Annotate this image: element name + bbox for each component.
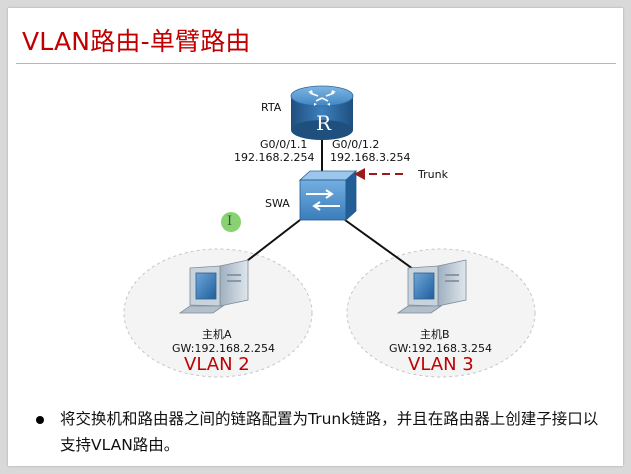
switch-name-label: SWA [265, 197, 290, 210]
switch-hostB-link [344, 219, 421, 275]
slide: VLAN路由-单臂路由 [8, 8, 623, 466]
host-b-name: 主机B [420, 328, 450, 341]
host-b-vlan-label: VLAN 3 [408, 354, 474, 375]
router-name-label: RTA [261, 101, 282, 114]
host-a-name: 主机A [202, 328, 232, 341]
host-b-computer-icon [396, 259, 467, 314]
router-right-interface: G0/0/1.2 [332, 138, 380, 151]
host-b-gateway: GW:192.168.3.254 [389, 342, 492, 355]
router-icon [290, 85, 354, 140]
vlan-2-zone [123, 248, 313, 378]
switch-icon [298, 170, 358, 221]
trunk-label: Trunk [418, 168, 448, 181]
trunk-arrow [354, 168, 403, 180]
title-divider [16, 63, 616, 64]
router-right-ip: 192.168.3.254 [330, 151, 411, 164]
host-a-gateway: GW:192.168.2.254 [172, 342, 275, 355]
bullet-icon [36, 416, 44, 424]
network-diagram [123, 85, 536, 378]
vlan-3-zone [346, 248, 536, 378]
router-left-ip: 192.168.2.254 [234, 151, 315, 164]
host-a-computer-icon [178, 259, 249, 314]
cursor-icon: I [221, 212, 241, 232]
bullet-text: 将交换机和路由器之间的链路配置为Trunk链路，并且在路由器上创建子接口以支持V… [60, 410, 599, 454]
page-title: VLAN路由-单臂路由 [22, 27, 251, 56]
router-left-interface: G0/0/1.1 [260, 138, 308, 151]
host-a-vlan-label: VLAN 2 [184, 354, 250, 375]
router-badge-text: R [316, 111, 332, 135]
